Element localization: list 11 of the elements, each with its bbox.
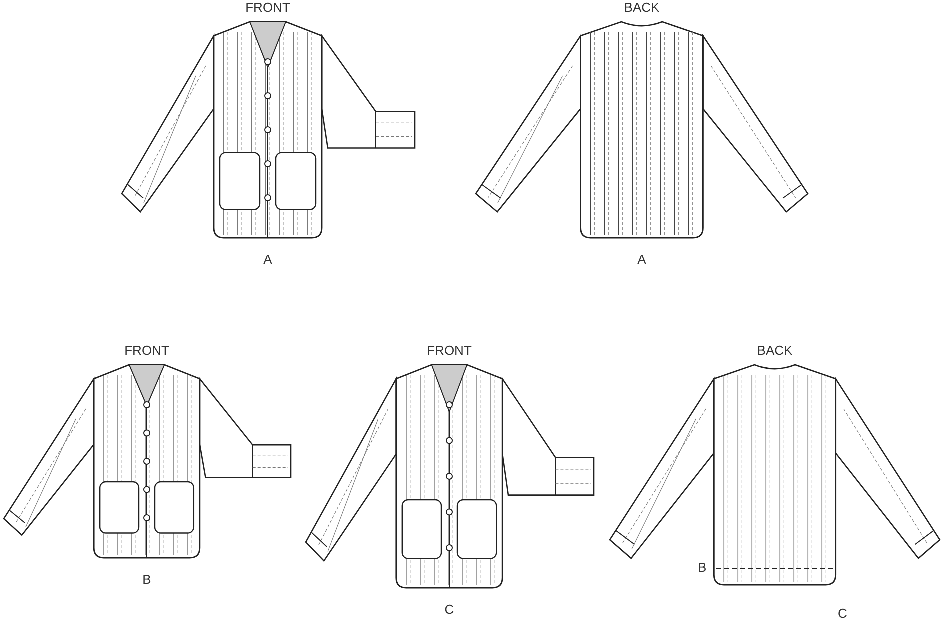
view-letter: A	[638, 252, 646, 268]
view-heading: FRONT	[427, 343, 472, 359]
view-letter: B	[142, 572, 152, 588]
view-letter: A	[264, 252, 272, 268]
view-heading: FRONT	[246, 0, 290, 16]
view-letter: C	[444, 602, 454, 618]
view-heading: BACK	[624, 0, 660, 16]
hem-length-letter: B	[698, 560, 707, 576]
view-heading: FRONT	[124, 343, 170, 359]
hem-length-letter: C	[838, 606, 848, 622]
view-heading: BACK	[757, 343, 793, 359]
